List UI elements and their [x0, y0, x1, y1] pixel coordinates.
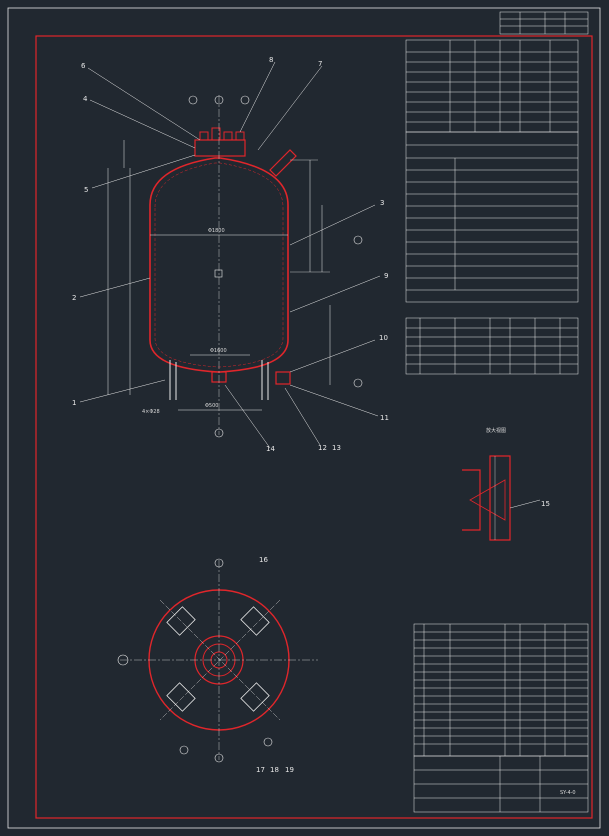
callout-10: 10 [379, 334, 388, 342]
callout-13: 13 [332, 444, 341, 452]
dim-skirt-diameter: Φ1600 [210, 348, 227, 354]
title-block [413, 755, 589, 813]
dim-shell-diameter: Φ1800 [208, 228, 225, 234]
top-manhole [194, 139, 246, 157]
revision-table [499, 11, 589, 35]
callout-12: 12 [318, 444, 327, 452]
callout-11: 11 [380, 414, 389, 422]
dim-support-spacing: 4×Φ28 [142, 409, 160, 415]
callout-3: 3 [380, 199, 384, 207]
vessel-top-view [117, 558, 318, 763]
callout-4: 4 [83, 95, 88, 103]
notes-table [405, 131, 579, 303]
vessel-shell [149, 157, 289, 373]
callout-15: 15 [541, 500, 550, 508]
callout-18: 18 [270, 766, 279, 774]
part-callouts [79, 61, 381, 449]
dim-nozzle-bottom: Φ500 [205, 403, 218, 409]
callout-5: 5 [84, 186, 88, 194]
tech-spec-table [405, 39, 579, 133]
callout-7: 7 [318, 60, 322, 68]
callout-9: 9 [384, 272, 388, 280]
callout-6: 6 [81, 62, 86, 70]
bom-table [413, 623, 589, 757]
drawing-frame [35, 35, 593, 819]
vessel-front-view: Φ1800 Φ1600 Φ500 4×Φ28 [107, 95, 363, 438]
sheet-outer-border [7, 7, 601, 829]
vessel-inner-line [154, 162, 284, 368]
detail-title: 放大视图 [486, 427, 506, 434]
callout-14: 14 [266, 445, 275, 453]
callout-19: 19 [285, 766, 294, 774]
nozzle-table [405, 317, 579, 375]
callout-1: 1 [72, 399, 76, 407]
title-block-drawing-no: SY-4-0 [560, 790, 576, 796]
callout-16: 16 [259, 556, 268, 564]
callout-2: 2 [72, 294, 76, 302]
callout-8: 8 [269, 56, 273, 64]
detail-view: 放大视图 [462, 427, 541, 541]
callout-17: 17 [256, 766, 265, 774]
